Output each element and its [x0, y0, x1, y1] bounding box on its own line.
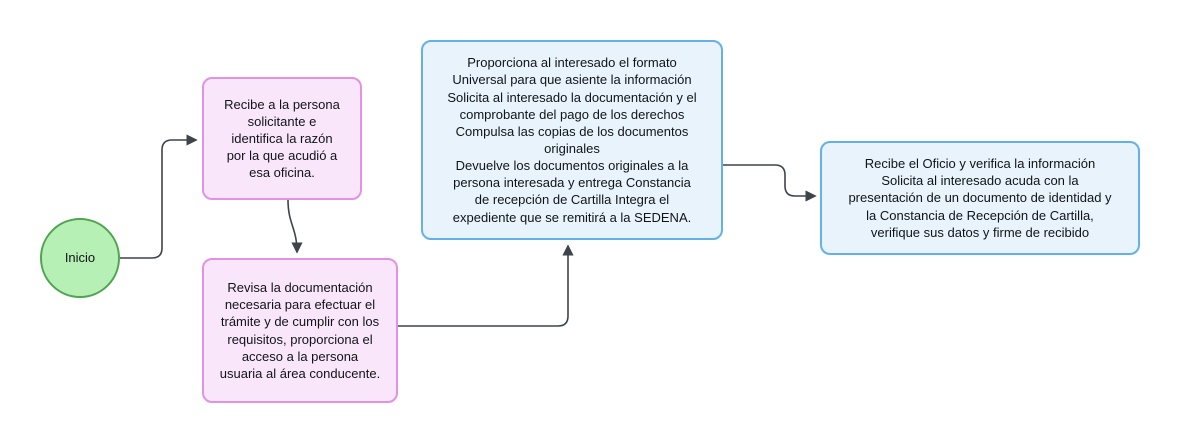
process-node-text: Revisa la documentación necesaria para e… [219, 280, 381, 381]
process-node-recibe-oficio: Recibe el Oficio y verifica la informaci… [820, 141, 1140, 255]
connector-start-to-recibe [120, 134, 198, 259]
process-node-text: Proporciona al interesado el formato Uni… [447, 55, 697, 225]
connector-proporciona-to-recibe-oficio [723, 164, 817, 202]
process-node-recibe-solicitante: Recibe a la persona solicitante e identi… [202, 77, 362, 200]
start-node-label: Inicio [64, 250, 96, 266]
process-node-text: Recibe a la persona solicitante e identi… [224, 96, 340, 181]
connector-revisa-to-proporciona [398, 244, 574, 327]
process-node-revisa-documentacion: Revisa la documentación necesaria para e… [202, 258, 398, 403]
process-node-proporciona-formato: Proporciona al interesado el formato Uni… [421, 40, 723, 240]
start-node: Inicio [40, 218, 120, 298]
connector-recibe-to-revisa [287, 199, 303, 254]
process-node-text: Recibe el Oficio y verifica la informaci… [848, 156, 1112, 240]
